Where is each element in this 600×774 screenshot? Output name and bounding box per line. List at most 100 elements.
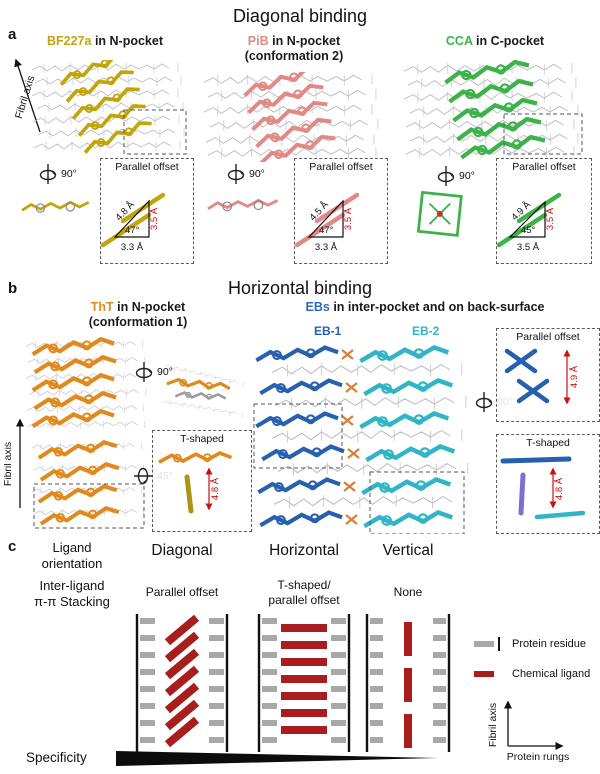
stacking-horizontal: T-shaped/ parallel offset <box>252 578 356 608</box>
ligand-name-tht: ThT <box>90 300 114 314</box>
inset-title: T-shaped <box>180 433 224 445</box>
dist-vertical-label: 3.5 Å <box>149 207 160 230</box>
subpanel-pib-title-line2: (conformation 2) <box>244 49 344 63</box>
rotation-icon <box>135 362 153 382</box>
pib-molecule-icon <box>206 198 280 213</box>
pib-ligand-sticks <box>240 72 339 162</box>
tshaped-dist-label: 4.8 Å <box>554 477 565 500</box>
subpanel-ebs: EBs in inter-pocket and on back-surface … <box>252 300 600 534</box>
rotation-icon <box>134 467 154 485</box>
pi-stacking-label: Inter-ligand π-π Stacking <box>24 578 120 611</box>
ebs-parallel-offset-diagram: 4.9 Å <box>504 348 580 405</box>
rotation-indicator-pib: 90° <box>226 164 265 184</box>
angle-label: 45° <box>521 225 536 236</box>
ebs-tshaped-diagram: 4.8 Å <box>500 456 586 520</box>
fibril-axis-label-b: Fibril axis <box>4 442 14 486</box>
dist-vertical-label: 3.5 Å <box>343 207 354 230</box>
ligand-location-ebs: in inter-pocket and on back-surface <box>329 300 545 314</box>
angle-label: 47° <box>125 225 140 236</box>
stacking-horizontal-line1: T-shaped/ <box>277 578 331 592</box>
panel-b: Horizontal binding b Fibril axis ThT in … <box>0 276 600 534</box>
chemical-ligand-icon <box>474 671 494 677</box>
rotation-angle-label: 90° <box>61 168 77 180</box>
specificity-wedge <box>116 751 438 766</box>
protein-wireframe <box>31 62 185 152</box>
rotation-angle-label: 90° <box>157 366 173 378</box>
protein-residue-icon <box>474 637 500 651</box>
cca-ligand-sticks <box>444 60 546 158</box>
ebs-structure <box>253 344 469 534</box>
tshaped-dist-label: 4.8 Å <box>210 477 221 500</box>
rotation-angle-label: 90° <box>249 168 265 180</box>
tht-tshaped-inset: T-shaped 4.8 Å <box>152 430 252 532</box>
legend-protein-residue: Protein residue <box>474 636 586 652</box>
rotation-angle-label: 90° <box>459 170 475 182</box>
tht-structure-front <box>26 336 245 430</box>
tht-top-view <box>162 362 245 419</box>
parallel-offset-dist-label: 4.9 Å <box>569 365 580 388</box>
inset-title: Parallel offset <box>512 161 576 173</box>
panel-c: c Ligand orientation Diagonal Horizontal… <box>0 534 600 774</box>
subpanel-bf227a-title: BF227a in N-pocket <box>16 34 194 49</box>
schematic-diagonal <box>135 614 229 752</box>
protein-rungs-label: Protein rungs <box>507 751 569 763</box>
column-header-horizontal: Horizontal <box>269 542 339 559</box>
zoom-region-box-eb1 <box>253 403 343 469</box>
ligand-orientation-line1: Ligand <box>52 540 92 555</box>
panel-b-title: Horizontal binding <box>227 278 373 298</box>
eb2-label: EB-2 <box>412 324 440 338</box>
ligand-orientation-line2: orientation <box>41 556 103 572</box>
inset-title: T-shaped <box>526 437 570 449</box>
ligand-orientation-label: Ligand orientation <box>28 540 116 573</box>
panel-a: Diagonal binding a Fibril axis BF227a in… <box>0 0 600 276</box>
dist-horizontal-label: 3.3 Å <box>121 242 144 253</box>
cca-parallel-offset-inset: Parallel offset 4.9 Å 45° 3.5 Å 3.5 Å <box>496 158 592 264</box>
protein-residues <box>262 618 346 743</box>
eb-x-ligands <box>504 348 550 404</box>
ligand-location-pib: in N-pocket <box>268 34 341 48</box>
vertical-ligands <box>404 622 412 748</box>
bf227a-parallel-offset-inset: Parallel offset 4.8 Å 47° 3.5 Å 3.3 Å <box>100 158 194 264</box>
panel-a-label: a <box>8 26 17 43</box>
column-header-vertical: Vertical <box>382 542 434 559</box>
ligand-name-bf227a: BF227a <box>46 34 92 48</box>
cca-structure <box>403 60 583 160</box>
chemical-ligand-label: Chemical ligand <box>512 668 591 680</box>
pib-structure <box>203 72 379 162</box>
stacking-diagonal: Parallel offset <box>145 585 219 599</box>
protein-residue-label: Protein residue <box>512 638 586 650</box>
panel-b-label: b <box>8 280 18 297</box>
subpanel-bf227a: BF227a in N-pocket <box>16 34 194 272</box>
rotation-icon <box>39 164 57 184</box>
ebs-ligand-rows <box>256 347 455 526</box>
pib-offset-diagram: 4.5 Å 47° 3.5 Å 3.3 Å <box>294 192 360 253</box>
stacking-horizontal-line2: parallel offset <box>268 593 340 607</box>
zoom-region-box <box>503 113 583 155</box>
zoom-region-box <box>33 483 145 529</box>
horizontal-ligands <box>281 624 327 734</box>
panel-a-title: Diagonal binding <box>232 6 368 26</box>
rotation-icon <box>227 164 245 184</box>
tht-ligand-sticks <box>32 338 116 426</box>
pi-stacking-line2: π-π Stacking <box>34 594 110 610</box>
subpanel-cca: CCA in C-pocket <box>396 34 594 272</box>
protein-residues <box>370 618 446 743</box>
pi-stacking-line1: Inter-ligand <box>39 578 105 593</box>
tht-tshaped-diagram: 4.8 Å <box>157 451 234 514</box>
legend-axes: Fibril axis Protein rungs <box>487 700 569 763</box>
bf227a-structure <box>31 60 187 155</box>
rotation-indicator-cca: 90° <box>436 166 475 186</box>
cca-offset-diagram: 4.9 Å 45° 3.5 Å 3.5 Å <box>496 192 562 253</box>
ebs-parallel-offset-inset: Parallel offset 4.9 Å <box>496 328 600 422</box>
subpanel-cca-title: CCA in C-pocket <box>396 34 594 49</box>
ligand-name-ebs: EBs <box>305 300 330 314</box>
dist-vertical-label: 3.5 Å <box>545 207 556 230</box>
subpanel-ebs-title: EBs in inter-pocket and on back-surface <box>252 300 598 315</box>
ebs-tshaped-inset: T-shaped 4.8 Å <box>496 434 600 534</box>
subpanel-pib-title: PiB in N-pocket (conformation 2) <box>198 34 390 64</box>
subpanel-pib-title-line1: PiB in N-pocket <box>198 34 390 49</box>
angle-label: 47° <box>319 225 334 236</box>
bf227a-molecule-icon <box>20 200 91 214</box>
subpanel-pib: PiB in N-pocket (conformation 2) <box>198 34 390 272</box>
